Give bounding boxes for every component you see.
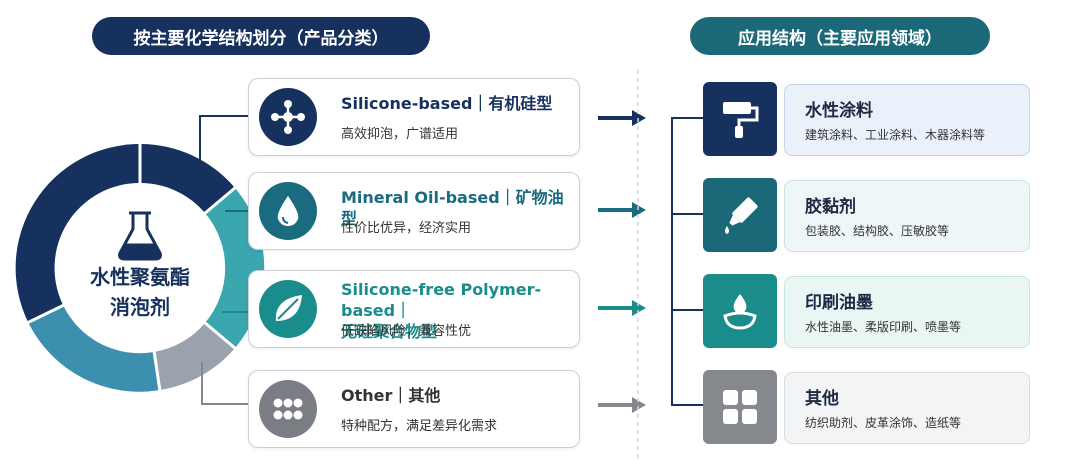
molecule-icon — [259, 88, 317, 146]
application-title: 水性涂料 — [805, 101, 873, 121]
application-desc: 包装胶、结构胶、压敏胶等 — [805, 224, 950, 238]
connector-other — [201, 362, 260, 405]
oil-drop-icon — [259, 182, 317, 240]
donut-segment-silicone — [140, 143, 235, 213]
glue-tube-icon — [703, 178, 777, 252]
category-card-silicone[interactable]: Silicone-based｜有机硅型 高效抑泡，广谱适用 — [248, 78, 580, 156]
category-card-other[interactable]: Other｜其他 特种配方，满足差异化需求 — [248, 370, 580, 448]
application-title: 胶黏剂 — [805, 197, 856, 217]
application-desc: 水性油墨、柔版印刷、喷墨等 — [805, 320, 962, 334]
application-desc: 纺织助剂、皮革涂饰、造纸等 — [805, 416, 962, 430]
category-card-mineral-oil[interactable]: Mineral Oil-based｜矿物油型 性价比优异，经济实用 — [248, 172, 580, 250]
category-desc: 性价比优异，经济实用 — [341, 221, 472, 236]
dots-grid-icon — [259, 380, 317, 438]
application-card-other[interactable]: 其他 纺织助剂、皮革涂饰、造纸等 — [784, 372, 1030, 444]
connector-silicone — [199, 115, 260, 160]
center-title-line1: 水性聚氨酯 — [90, 265, 190, 289]
category-title: Silicone-based｜有机硅型 — [341, 94, 553, 113]
application-card-adhesives[interactable]: 胶黏剂 包装胶、结构胶、压敏胶等 — [784, 180, 1030, 252]
paint-roller-icon — [703, 82, 777, 156]
applications-header: 应用结构（主要应用领域） — [690, 17, 990, 55]
category-desc: 高效抑泡，广谱适用 — [341, 127, 459, 142]
categories-header: 按主要化学结构划分（产品分类） — [92, 17, 430, 55]
category-title: Silicone-free Polymer-based｜ 无硅聚合物型 — [341, 279, 569, 342]
center-title-line2: 消泡剂 — [110, 295, 170, 319]
arrows — [598, 110, 646, 413]
donut-segment-navy-large — [15, 143, 140, 323]
application-title: 其他 — [805, 389, 839, 409]
application-desc: 建筑涂料、工业涂料、木器涂料等 — [805, 128, 986, 142]
category-title-line2: 无硅聚合物型 — [341, 322, 438, 341]
application-bracket — [671, 117, 703, 406]
donut-segment-other — [28, 305, 160, 392]
leaf-icon — [259, 280, 317, 338]
category-title: Mineral Oil-based｜矿物油型 — [341, 188, 564, 228]
category-card-silicone-free[interactable]: Silicone-free Polymer-based｜ 无硅聚合物型 低缺陷风… — [248, 270, 580, 348]
center-title: 水性聚氨酯 消泡剂 — [60, 262, 220, 322]
grid-squares-icon — [703, 370, 777, 444]
application-card-coatings[interactable]: 水性涂料 建筑涂料、工业涂料、木器涂料等 — [784, 84, 1030, 156]
application-title: 印刷油墨 — [805, 293, 873, 313]
ink-drop-icon — [703, 274, 777, 348]
category-title: Other｜其他 — [341, 386, 441, 405]
category-desc: 低缺陷风险，兼容性优 — [341, 324, 472, 339]
donut-segment-silicone-free — [154, 323, 235, 390]
category-title-line1: Silicone-free Polymer-based｜ — [341, 280, 542, 320]
category-desc: 特种配方，满足差异化需求 — [341, 419, 498, 434]
flask-icon — [118, 211, 162, 261]
application-card-inks[interactable]: 印刷油墨 水性油墨、柔版印刷、喷墨等 — [784, 276, 1030, 348]
